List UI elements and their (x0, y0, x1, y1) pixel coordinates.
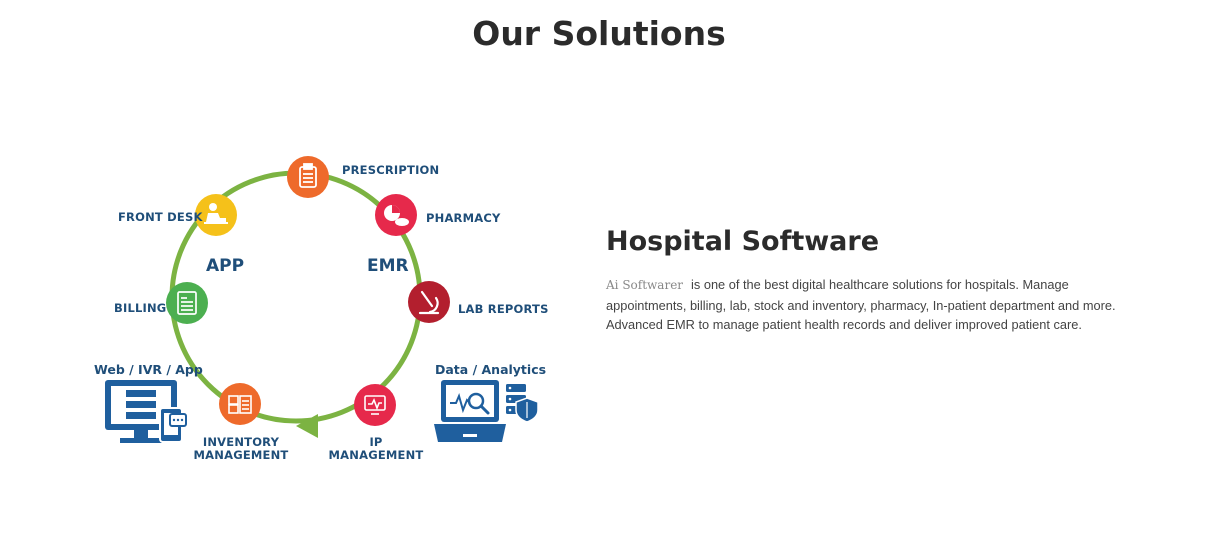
pills-icon (384, 205, 409, 226)
description-line2: appointments, billing, lab, stock and in… (606, 297, 1116, 313)
description-line1: is one of the best digital healthcare so… (691, 277, 1069, 292)
diagram-graphic (105, 156, 539, 443)
inventory-management-label: INVENTORY MANAGEMENT (189, 436, 293, 462)
monitor-icon (364, 395, 386, 415)
inventory-management-node (219, 383, 261, 425)
app-label: APP (206, 256, 245, 276)
billing-label: BILLING (114, 301, 167, 315)
inventory-management-label-line1: INVENTORY (202, 435, 280, 449)
lab-reports-node (408, 281, 450, 323)
prescription-label: PRESCRIPTION (342, 163, 440, 177)
section-title: Hospital Software (606, 226, 880, 257)
data-analytics-label: Data / Analytics (435, 362, 547, 377)
solution-content: Hospital Software Ai Softwarer is one of … (606, 226, 1166, 335)
document-icon (177, 291, 197, 315)
ip-management-label-line1: IP (369, 435, 383, 449)
web-ivr-app-label: Web / IVR / App (94, 362, 203, 377)
billing-node (166, 282, 208, 324)
ip-management-label-line2: MANAGEMENT (328, 448, 424, 462)
solutions-diagram: PRESCRIPTION PHARMACY LAB REPORTS IP MAN… (0, 0, 600, 534)
prescription-node (287, 156, 329, 198)
brand-name: Ai Softwarer (606, 278, 684, 292)
emr-label: EMR (367, 256, 409, 276)
front-desk-label: FRONT DESK (118, 210, 203, 224)
front-desk-node (195, 194, 237, 236)
ip-management-label: IP MANAGEMENT (326, 436, 426, 462)
pharmacy-node (375, 194, 417, 236)
web-ivr-app-device-icon (105, 380, 187, 443)
ip-management-node (354, 384, 396, 426)
clipboard-icon (299, 163, 317, 188)
boxes-icon (228, 395, 252, 414)
data-analytics-device-icon (434, 380, 539, 442)
pharmacy-label: PHARMACY (426, 211, 501, 225)
ring-arrow-icon (296, 414, 318, 438)
inventory-management-label-line2: MANAGEMENT (193, 448, 289, 462)
receptionist-icon (204, 203, 228, 224)
section-description: Ai Softwarer is one of the best digital h… (606, 275, 1166, 335)
page-title: Our Solutions (472, 14, 726, 53)
lab-reports-label: LAB REPORTS (458, 302, 549, 316)
description-line3: Advanced EMR to manage patient health re… (606, 317, 1082, 332)
microscope-icon (418, 290, 440, 315)
